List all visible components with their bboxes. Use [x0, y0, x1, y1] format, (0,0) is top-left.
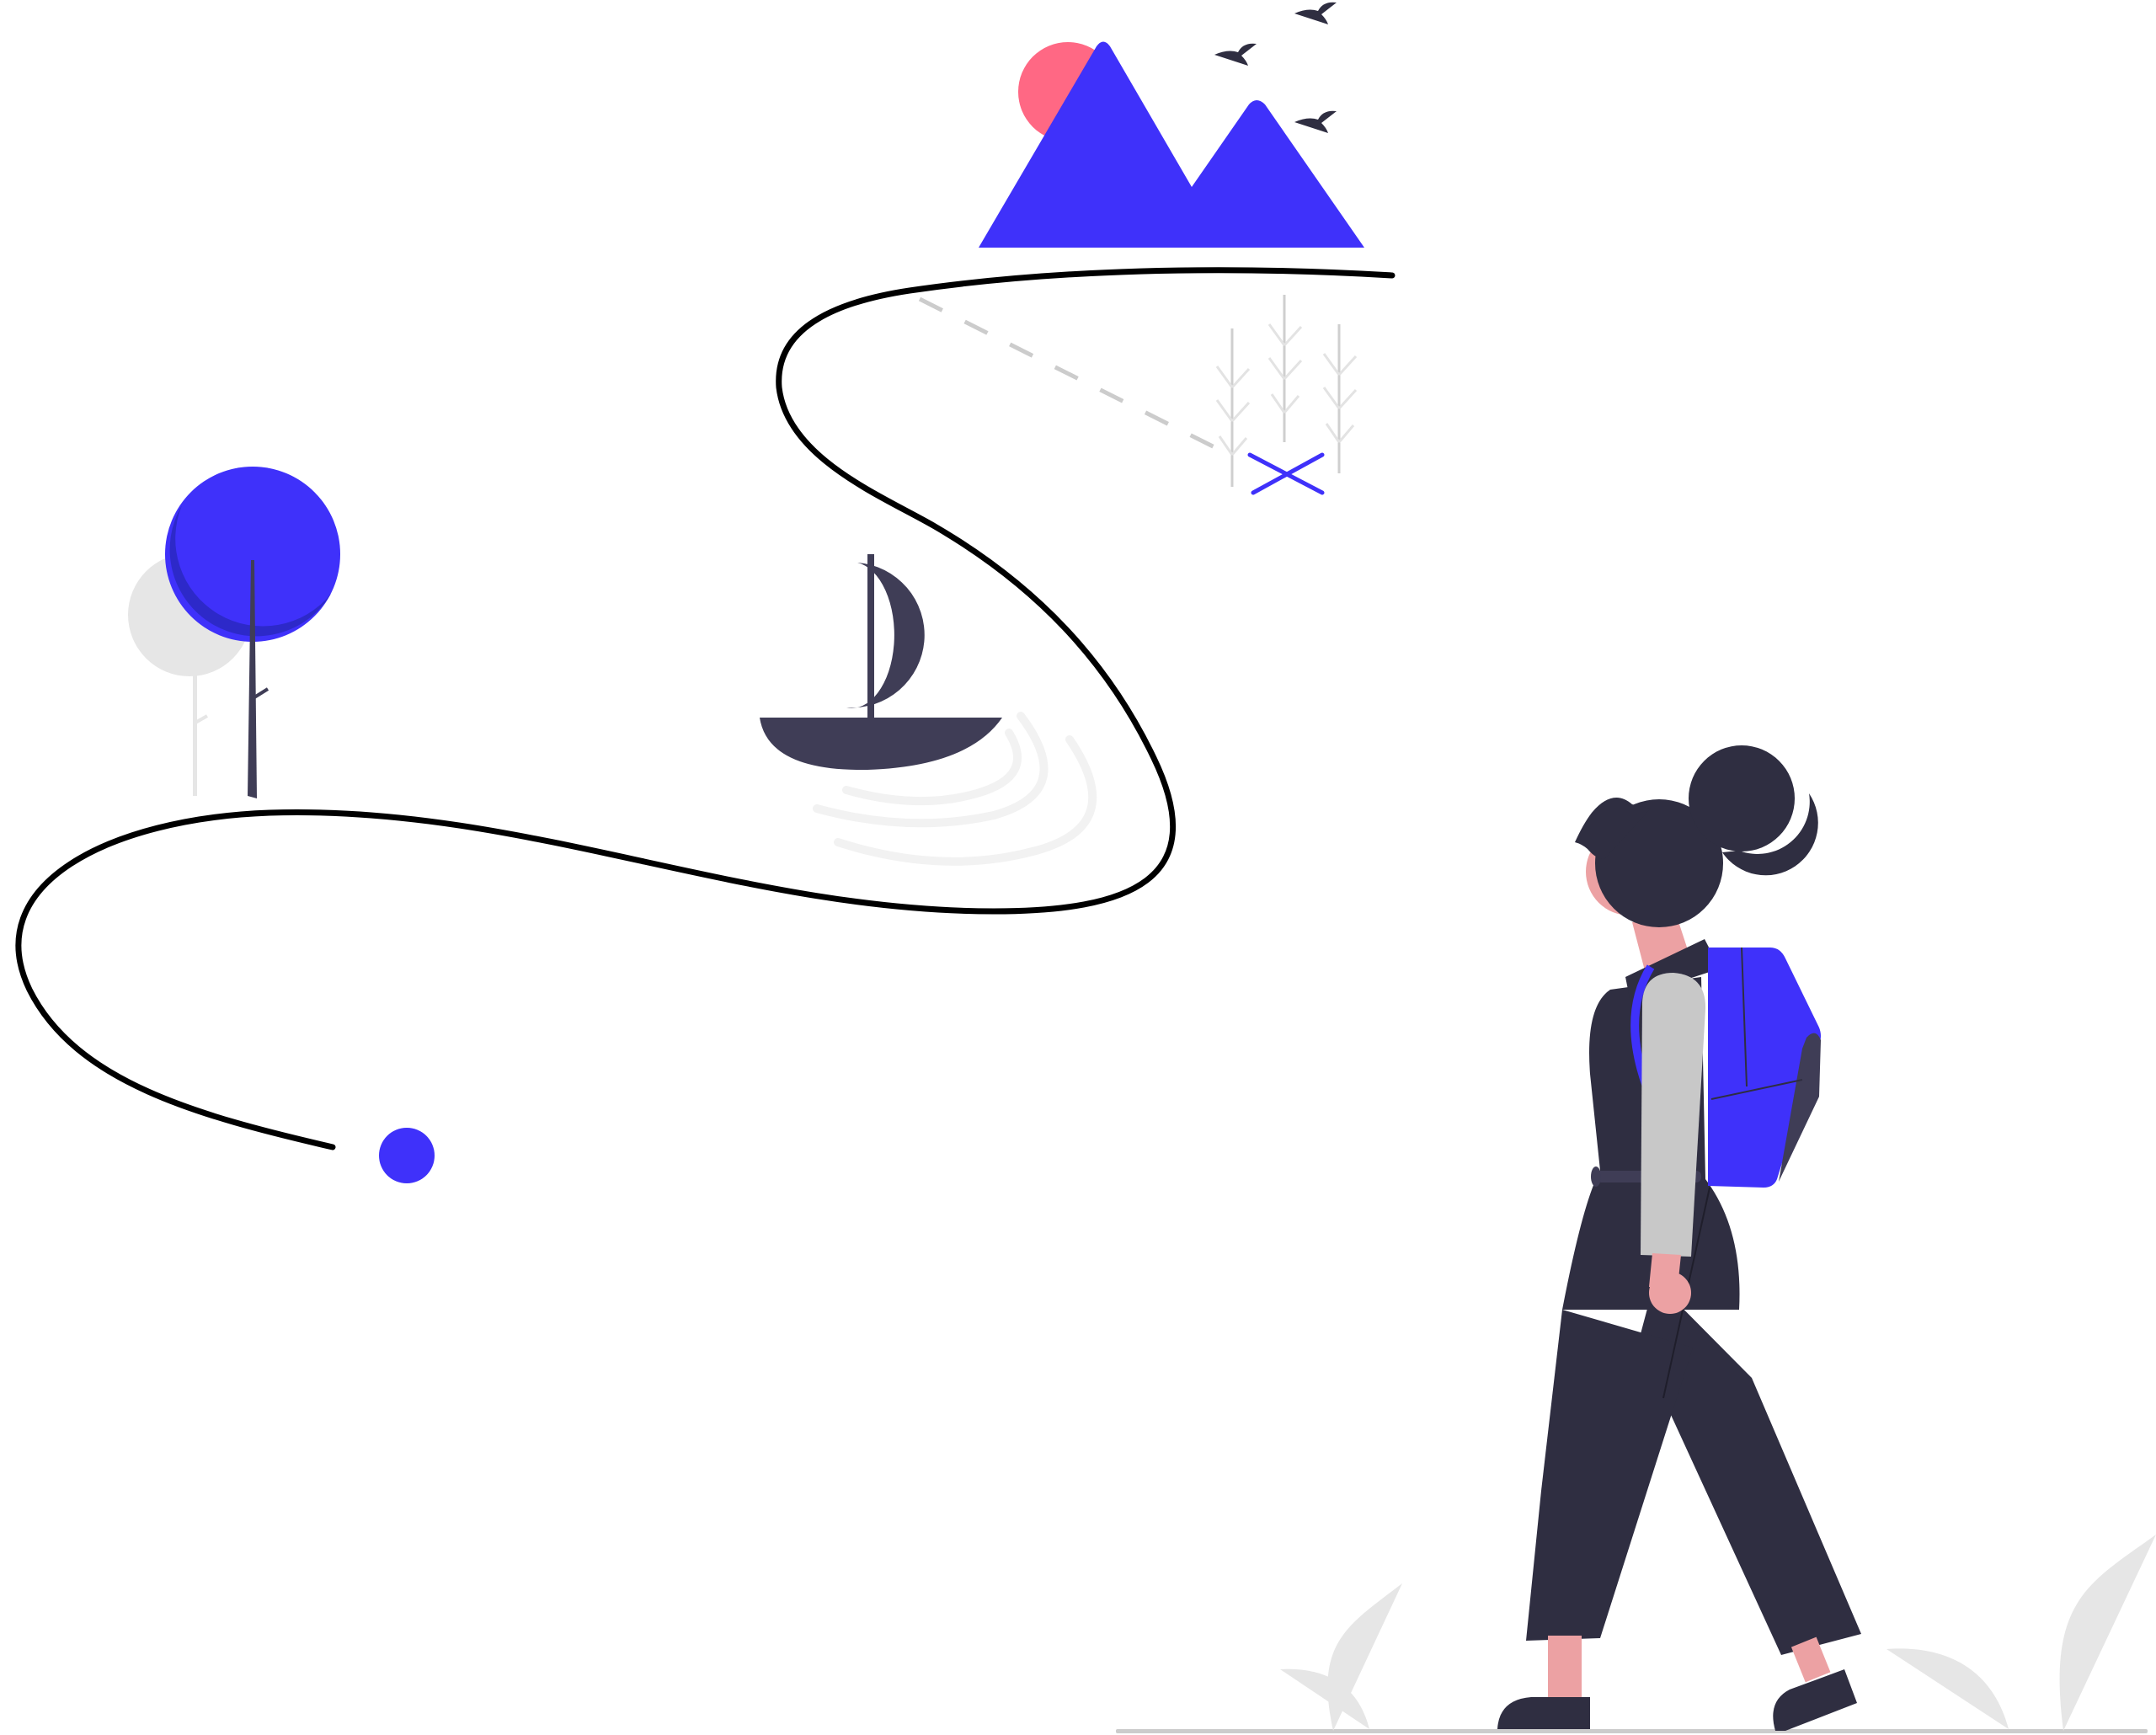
winding-path-icon — [15, 267, 1396, 1150]
leaf-icon — [1280, 1668, 1369, 1729]
tree-icon — [1322, 324, 1358, 473]
leaf-icon — [1886, 1648, 2009, 1729]
dashed-trail — [918, 296, 1231, 457]
mountains-icon — [979, 41, 1364, 248]
backpack-side-pocket — [1779, 1033, 1821, 1182]
leaves — [1280, 1535, 2156, 1731]
hiker-hair-fringe — [1575, 798, 1651, 859]
destination-x-icon — [1247, 452, 1325, 495]
bird-icon — [1294, 2, 1337, 24]
hiker-back-ankle — [1790, 1636, 1831, 1683]
leaf-icon — [1327, 1583, 1402, 1731]
hiker-bun — [1689, 745, 1795, 851]
backpack-seams — [1710, 947, 1803, 1100]
leaf-icon — [2059, 1535, 2156, 1731]
goal-dot-icon — [379, 1128, 435, 1183]
hiker-icon — [1497, 745, 1861, 1731]
sailboat-icon — [760, 554, 1002, 771]
tree-icon — [1267, 295, 1303, 442]
tree-icon — [1215, 328, 1251, 487]
backpack-strap — [1630, 964, 1655, 1088]
sun-and-mountains — [979, 41, 1364, 248]
mast — [867, 554, 874, 719]
hiker-front-shoe — [1497, 1697, 1590, 1729]
bird-icon — [1294, 110, 1337, 133]
hiker-front-leg — [1526, 1310, 1693, 1641]
bird-icon — [1214, 43, 1257, 66]
tree-icon — [165, 467, 340, 798]
hiker-sleeve — [1641, 973, 1706, 1257]
left-trees — [128, 467, 340, 798]
hiker-hand — [1649, 1272, 1691, 1314]
pine-trees — [1215, 295, 1358, 487]
birds — [1214, 2, 1337, 133]
ground-line — [1116, 1729, 2148, 1733]
sail — [846, 563, 925, 708]
hiker-back-shoe — [1773, 1669, 1857, 1731]
hiker-back-leg — [1638, 1280, 1861, 1655]
hiker-front-ankle — [1548, 1636, 1582, 1700]
water-ripples — [813, 712, 1097, 866]
hiker-bun-outline — [1722, 793, 1818, 876]
hull — [760, 718, 1002, 771]
